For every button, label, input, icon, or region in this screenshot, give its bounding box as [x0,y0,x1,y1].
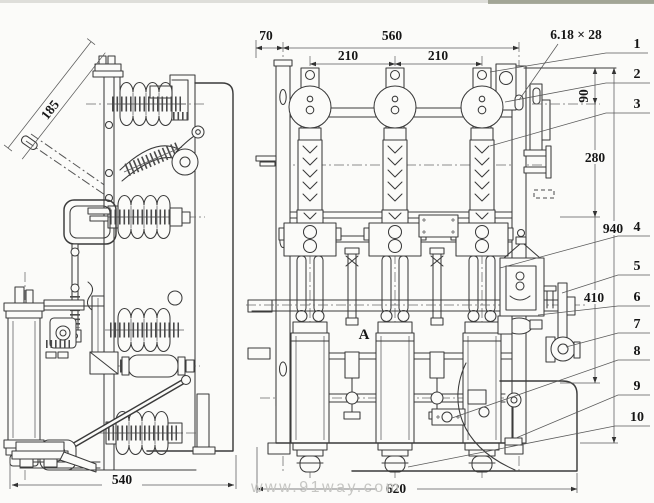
side-plate [523,83,555,199]
operating-mechanism [467,228,581,418]
front-view [246,42,588,479]
drive-arm [119,125,205,182]
dim-label-210-right: 210 [428,48,449,63]
right-channel [495,42,527,472]
dim-label-210-left: 210 [338,48,359,63]
callout-1: 1 [634,37,641,52]
dim-940: 940 [580,67,631,444]
dimension-annotations: 185 540 70 560 210 210 [3,27,631,496]
dim-label-70: 70 [259,28,273,43]
nameplate [418,214,459,238]
side-view [3,55,234,480]
interlock-parts [431,392,523,446]
dim-label-560: 560 [382,28,403,43]
section-label-a: A [359,327,370,343]
callout-6: 6 [634,290,641,305]
callout-7: 7 [634,317,641,332]
callout-annotations: 1 2 3 4 5 6 7 8 9 10 [407,37,650,468]
callout-8: 8 [634,344,641,359]
dim-slot: 6.18 × 28 [518,27,602,101]
dim-620: 620 [256,447,578,496]
dim-vertical-chain: 90 280 410 [523,67,617,384]
watermark: www.91way.com [250,479,401,496]
lower-insulator-a [105,309,184,352]
base-bracket [11,441,197,473]
dim-label-185: 185 [38,97,62,122]
dim-label-620: 620 [386,481,407,496]
dim-label-90: 90 [576,89,591,103]
mounting-slot [514,94,524,111]
lower-insulator-b [103,412,182,455]
ribbed-bushing [120,354,195,378]
callout-3: 3 [634,97,641,112]
support-column-b [428,247,446,420]
dim-label-540: 540 [112,472,133,487]
base-frame [275,362,578,472]
mid-bracket [39,290,183,359]
fuse-tube-side [3,286,45,467]
callout-9: 9 [634,379,641,394]
dim-540: 540 [9,455,237,489]
trip-link [506,392,522,408]
callout-4: 4 [634,220,641,235]
callout-5: 5 [634,259,641,274]
scan-artifacts [0,0,654,4]
dim-185: 185 [3,38,106,160]
dim-label-slot: 6.18 × 28 [550,27,602,42]
dim-210s: 210 210 [309,48,483,67]
phantom-handle [20,133,114,198]
dim-label-940: 940 [603,221,624,236]
dim-label-280: 280 [585,150,606,165]
callout-2: 2 [634,67,641,82]
pole-middle [363,55,427,479]
dim-70-560: 70 560 [255,28,520,58]
left-channel [247,42,293,472]
callout-10: 10 [630,410,644,425]
dim-label-410: 410 [584,290,605,305]
